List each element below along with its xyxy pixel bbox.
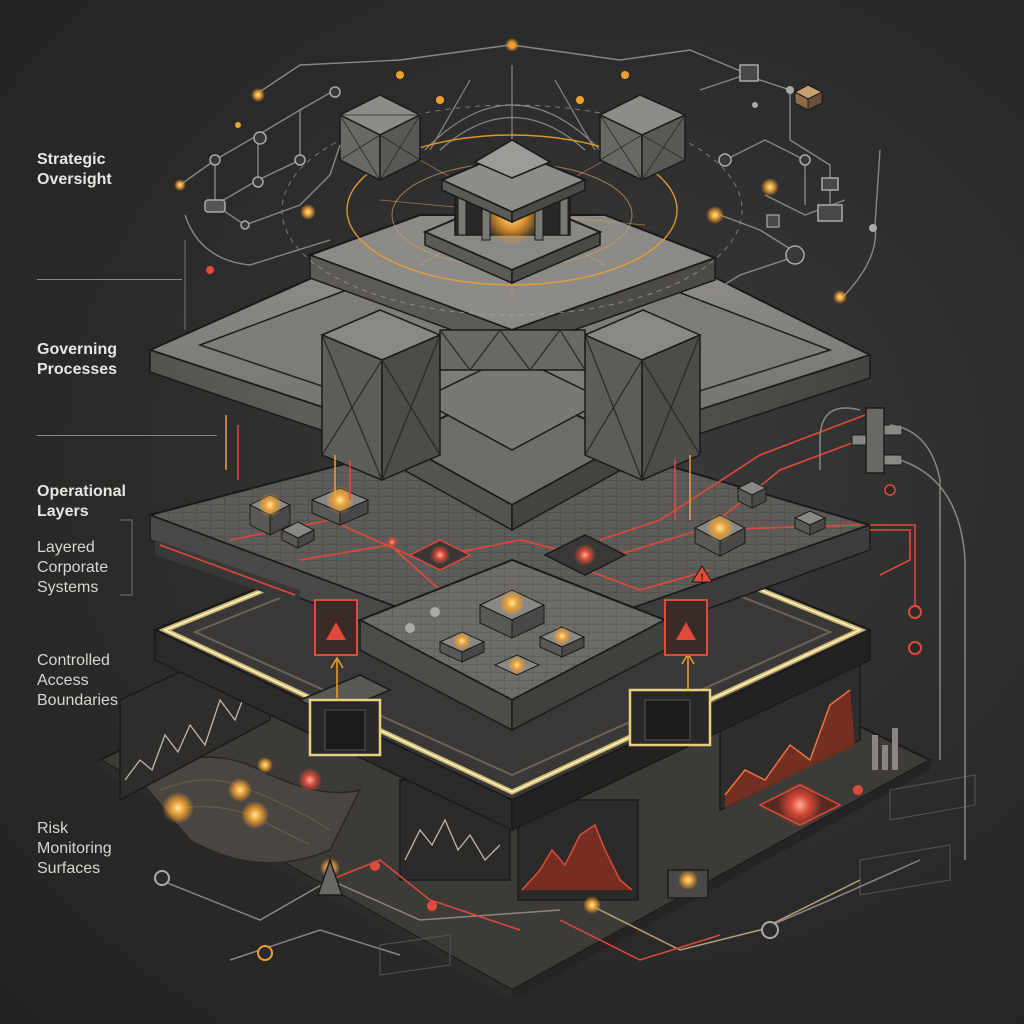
truss-pillar-left [320, 309, 442, 482]
module-cube [248, 493, 292, 536]
base-nodes [154, 785, 863, 961]
side-rail-left [155, 540, 300, 605]
module-cube [280, 521, 316, 549]
module-cube [310, 486, 370, 526]
label-operational-layers: Operational Layers [37, 483, 126, 520]
floating-cube-icon [793, 84, 824, 111]
label-governing-processes: Governing Processes [37, 341, 118, 378]
access-gate-left [298, 656, 392, 757]
strategic-oversight-layer [174, 38, 881, 316]
section-divider [37, 279, 182, 280]
label-risk-monitoring-surfaces: Risk Monitoring Surfaces [37, 820, 112, 877]
label-controlled-access-boundaries: Controlled Access Boundaries [37, 652, 118, 709]
label-layered-corporate-systems: Layered Corporate Systems [37, 539, 109, 596]
oversight-temple [422, 139, 603, 285]
oversight-dome [424, 65, 601, 151]
warning-triangle-icon: ! [691, 565, 713, 583]
circuit-traces [159, 859, 921, 961]
module-chip [408, 539, 472, 571]
warning-tower-right [664, 599, 708, 656]
label-strategic-oversight: Strategic Oversight [37, 151, 112, 188]
network-node-icon [174, 38, 877, 304]
wireframe-cube-icon [338, 94, 422, 182]
module-cube [793, 510, 827, 536]
truss-bridge [439, 328, 586, 371]
access-gate-right [628, 652, 712, 747]
central-module-stack [405, 589, 586, 676]
module-cube [736, 480, 768, 509]
data-grid-panels [379, 728, 976, 976]
server-cluster-icon [819, 407, 966, 860]
wireframe-cube-icon [598, 94, 687, 182]
terrain-heatmap [138, 756, 362, 864]
vertical-conduits [225, 415, 691, 520]
warning-tower-left [314, 599, 358, 656]
svg-text:!: ! [701, 572, 704, 582]
truss-pillar-right [583, 309, 702, 482]
module-cube [693, 514, 747, 557]
system-modules: ! [248, 480, 827, 676]
left-guide-connectors [120, 240, 186, 596]
risk-alert-tile [758, 783, 842, 827]
section-divider [37, 435, 217, 436]
module-chip [543, 534, 627, 576]
